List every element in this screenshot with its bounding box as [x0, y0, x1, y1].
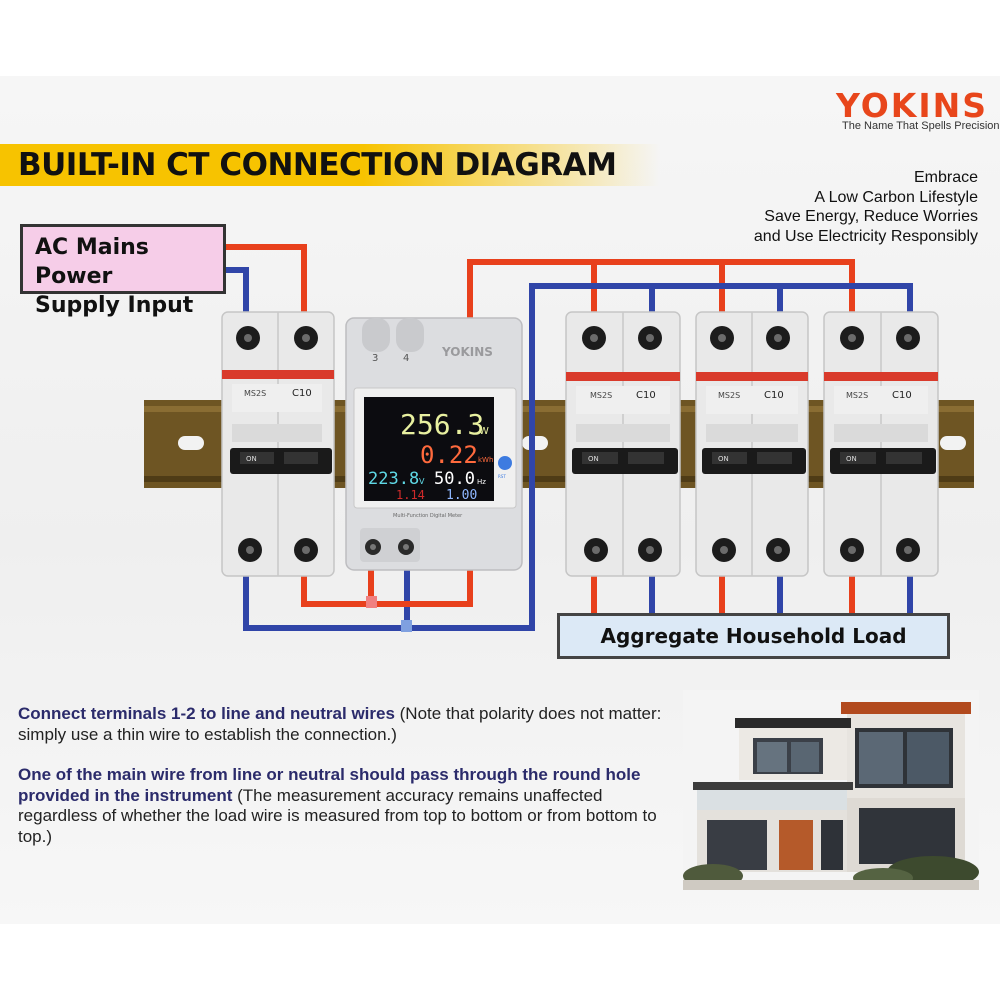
rail-slot [940, 436, 966, 450]
rail-slot [178, 436, 204, 450]
main-breaker [221, 311, 335, 577]
breaker-model: MS2S [244, 389, 266, 398]
meter-power-factor: 1.00 [446, 488, 477, 503]
meter-screen [364, 397, 494, 501]
title-banner [0, 144, 660, 186]
instructions: Connect terminals 1-2 to line and neutra… [18, 704, 668, 867]
breaker-rating: C10 [892, 390, 912, 401]
breaker-status: ON [588, 455, 599, 463]
ac-mains-input-box: AC Mains Power Supply Input [20, 224, 226, 318]
meter-frequency: 50.0 [434, 469, 475, 489]
meter-reset-button [498, 456, 512, 470]
slogan-line: A Low Carbon Lifestyle [814, 188, 978, 206]
branch-breaker-2 [695, 311, 809, 577]
instruction-ct-hole-bold: One of the main wire from line or neutra… [18, 765, 641, 805]
ac-input-line1: AC Mains Power [35, 235, 149, 289]
slogan-line: Save Energy, Reduce Worries [764, 208, 978, 225]
breaker-status: ON [246, 455, 257, 463]
instruction-ct-hole: One of the main wire from line or neutra… [18, 765, 668, 847]
meter-current: 1.14 [396, 488, 425, 502]
main-neutral-to-meter [243, 560, 410, 631]
meter-terminal-label: 4 [403, 353, 409, 364]
meter-brand: YOKINS [441, 345, 493, 359]
meter-frequency-unit: Hz [477, 478, 486, 486]
slogan: Embrace A Low Carbon Lifestyle Save Ener… [754, 168, 978, 246]
meter-power-unit: W [479, 426, 489, 437]
instruction-ct-hole-note: (The measurement accuracy remains unaffe… [18, 785, 657, 846]
meter-energy: 0.22 [420, 441, 478, 469]
meter-terminal-label: 3 [372, 353, 378, 364]
breaker-rating: C10 [764, 390, 784, 401]
breaker-status: ON [846, 455, 857, 463]
meter-energy-unit: kWh [478, 456, 493, 464]
input-line-wire [226, 244, 307, 318]
slogan-line: Embrace [913, 169, 978, 186]
instruction-terminals-note: (Note that polarity does not matter: sim… [18, 704, 662, 744]
house-illustration [683, 690, 979, 890]
line-bus [371, 259, 855, 607]
meter-power: 256.3 [400, 408, 484, 441]
meter-voltage-unit: V [419, 477, 425, 486]
breaker-model: MS2S [718, 391, 740, 400]
brand-tagline: The Name That Spells Precision [842, 120, 1000, 132]
meter-label: Multi-Function Digital Meter [393, 513, 463, 519]
page-title: BUILT-IN CT CONNECTION DIAGRAM [18, 147, 617, 183]
breaker-rating: C10 [636, 390, 656, 401]
neutral-bus [407, 283, 913, 631]
instruction-terminals-bold: Connect terminals 1-2 to line and neutra… [18, 704, 395, 723]
brand-logo: YOKINS [836, 86, 989, 125]
household-load-box: Aggregate Household Load [557, 613, 950, 659]
branch-breaker-3 [823, 311, 939, 577]
branch-breaker-1 [565, 311, 681, 577]
main-line-to-meter [301, 560, 374, 607]
digital-meter: 3 4 YOKINS 256.3 W 0.22 kWh 223.8 V 50.0… [345, 317, 523, 571]
breaker-model: MS2S [590, 391, 612, 400]
instruction-terminals: Connect terminals 1-2 to line and neutra… [18, 704, 668, 745]
input-neutral-wire [226, 267, 249, 318]
breaker-model: MS2S [846, 391, 868, 400]
breaker-status: ON [718, 455, 729, 463]
breaker-rating: C10 [292, 388, 312, 399]
meter-voltage: 223.8 [368, 469, 419, 489]
ac-input-line2: Supply Input [35, 293, 194, 318]
meter-button-label: RST [498, 474, 506, 479]
slogan-line: and Use Electricity Responsibly [753, 227, 978, 245]
